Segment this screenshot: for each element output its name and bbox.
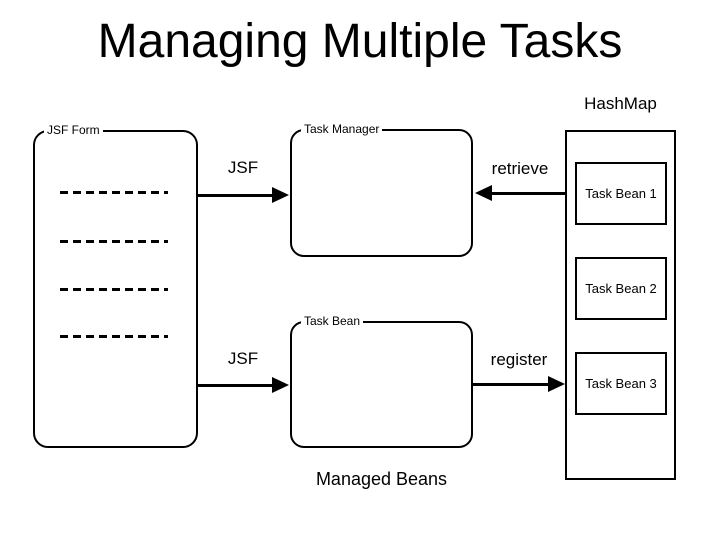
hashmap-label: HashMap bbox=[584, 94, 657, 113]
retrieve-arrow-label: retrieve bbox=[491, 159, 549, 178]
task-bean-2-label: Task Bean 2 bbox=[585, 281, 657, 296]
task-bean-3-label: Task Bean 3 bbox=[585, 376, 657, 391]
arrow-head-right-icon bbox=[272, 187, 289, 203]
hashmap-container: Task Bean 1 Task Bean 2 Task Bean 3 bbox=[565, 130, 676, 480]
task-bean-box: Task Bean bbox=[290, 314, 473, 448]
task-manager-label: Task Manager bbox=[301, 122, 383, 137]
arrow-head-right-icon bbox=[272, 377, 289, 393]
jsf-arrow-top bbox=[197, 187, 289, 203]
register-arrow-label: register bbox=[490, 350, 548, 369]
arrow-shaft bbox=[197, 383, 276, 387]
arrow-shaft bbox=[197, 193, 276, 197]
arrow-shaft bbox=[488, 191, 565, 195]
task-bean-label: Task Bean bbox=[301, 314, 364, 329]
retrieve-arrow bbox=[475, 185, 565, 201]
task-bean-2-box: Task Bean 2 bbox=[575, 257, 667, 320]
task-manager-box: Task Manager bbox=[290, 122, 473, 257]
form-field-line bbox=[60, 191, 168, 194]
jsf-arrow-top-label: JSF bbox=[227, 158, 259, 177]
jsf-form-label: JSF Form bbox=[44, 123, 103, 138]
form-field-line bbox=[60, 240, 168, 243]
form-field-line bbox=[60, 288, 168, 291]
arrow-head-right-icon bbox=[548, 376, 565, 392]
form-field-line bbox=[60, 335, 168, 338]
jsf-form-box: JSF Form bbox=[33, 123, 198, 448]
slide-title: Managing Multiple Tasks bbox=[97, 15, 623, 68]
task-bean-1-label: Task Bean 1 bbox=[585, 186, 657, 201]
task-bean-1-box: Task Bean 1 bbox=[575, 162, 667, 225]
jsf-arrow-bottom-label: JSF bbox=[227, 349, 259, 368]
managed-beans-caption: Managed Beans bbox=[315, 469, 448, 489]
task-bean-3-box: Task Bean 3 bbox=[575, 352, 667, 415]
arrow-shaft bbox=[473, 382, 552, 386]
arrow-head-left-icon bbox=[475, 185, 492, 201]
jsf-arrow-bottom bbox=[197, 377, 289, 393]
register-arrow bbox=[473, 376, 565, 392]
